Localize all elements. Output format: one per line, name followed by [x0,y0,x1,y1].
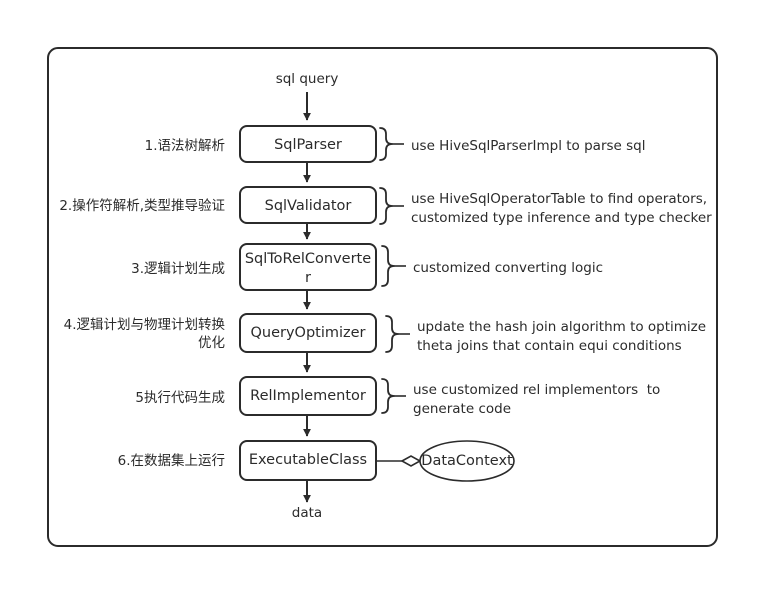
node-label-sqlparser[interactable]: SqlParser [274,137,342,153]
note-label-1: use HiveSqlParserImpl to parse sql [411,138,646,154]
node-label-datacontext[interactable]: DataContext [421,453,513,469]
step-label-2: 2.操作符解析,类型推导验证 [59,198,225,214]
node-label-executableclass[interactable]: ExecutableClass [248,452,368,468]
node-label-sqlvalidator[interactable]: SqlValidator [264,198,352,214]
step-label-5: 5执行代码生成 [135,390,225,406]
note-label-3: customized converting logic [413,260,604,276]
input-label: sql query [275,71,339,87]
note-label-2: use HiveSqlOperatorTable to find operato… [411,191,712,226]
step-label-1: 1.语法树解析 [144,138,225,154]
node-label-sqltorelconverter[interactable]: SqlToRelConverte r [244,251,372,287]
node-datacontext-ellipse [419,440,515,482]
node-label-queryoptimizer[interactable]: QueryOptimizer [250,325,366,341]
note-label-5: use customized rel implementors to gener… [413,382,661,417]
step-label-4: 4.逻辑计划与物理计划转换 优化 [63,317,225,352]
node-label-relimplementor[interactable]: RelImplementor [250,388,366,404]
note-label-4: update the hash join algorithm to optimi… [417,319,707,354]
output-label: data [291,505,323,521]
step-label-6: 6.在数据集上运行 [117,453,225,469]
step-label-3: 3.逻辑计划生成 [131,261,225,277]
diagram-frame [47,47,718,547]
